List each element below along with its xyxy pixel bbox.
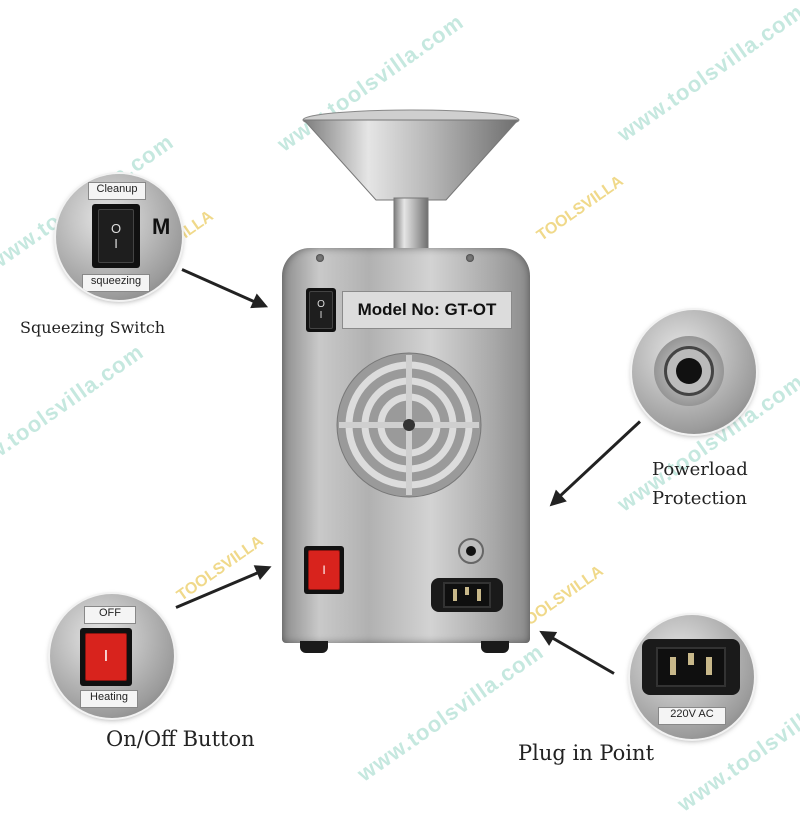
heating-tag: Heating [80, 690, 138, 708]
oil-press-machine: O I Model No: GT-OT I [276, 108, 536, 653]
squeezing-switch-zoom: M Cleanup O I squeezing [56, 174, 182, 300]
screw-icon [466, 254, 474, 262]
switch-on-glyph: I [114, 236, 118, 251]
squeezing-switch-label: Squeezing Switch [20, 318, 166, 337]
power-socket[interactable] [431, 578, 503, 612]
squeezing-tag: squeezing [82, 274, 150, 292]
squeezing-rocker-zoom: O I [92, 204, 140, 268]
powerload-zoom [632, 310, 756, 434]
overload-button[interactable] [458, 538, 484, 564]
squeezing-rocker-switch[interactable]: O I [306, 288, 336, 332]
switch-on-glyph: I [103, 648, 109, 665]
model-plate: Model No: GT-OT [342, 291, 512, 329]
arrow-plug-icon [542, 631, 615, 675]
switch-on-glyph: I [319, 310, 323, 321]
off-tag: OFF [84, 606, 136, 624]
switch-off-glyph: O [317, 299, 325, 310]
watermark-site-4: www.toolsvilla.com [0, 338, 149, 487]
powerload-label-line2: Protection [652, 488, 747, 509]
voltage-tag: 220V AC [658, 707, 726, 725]
plug-zoom: 220V AC [630, 615, 754, 739]
powerload-label-line1: Powerload [652, 459, 748, 480]
switch-off-glyph: O [110, 221, 122, 236]
on-off-zoom: OFF I Heating [50, 594, 174, 718]
on-off-rocker-zoom: I [80, 628, 132, 686]
arrow-squeezing-icon [181, 268, 265, 308]
watermark-brand-2: TOOLSVILLA [533, 172, 627, 245]
watermark-site-3: www.toolsvilla.com [612, 0, 800, 147]
switch-on-glyph: I [322, 563, 326, 577]
partial-plate-text: M [152, 214, 171, 239]
fan-grille-icon [336, 352, 482, 498]
heating-rocker-switch[interactable]: I [304, 546, 344, 594]
cleanup-tag: Cleanup [88, 182, 146, 200]
machine-foot [481, 641, 509, 653]
on-off-button-label: On/Off Button [106, 727, 255, 751]
powerload-label: Powerload Protection [652, 455, 748, 513]
hopper-icon [302, 109, 520, 254]
screw-icon [316, 254, 324, 262]
watermark-brand-3: TOOLSVILLA [173, 532, 267, 605]
machine-foot [300, 641, 328, 653]
plug-in-point-label: Plug in Point [518, 741, 655, 765]
